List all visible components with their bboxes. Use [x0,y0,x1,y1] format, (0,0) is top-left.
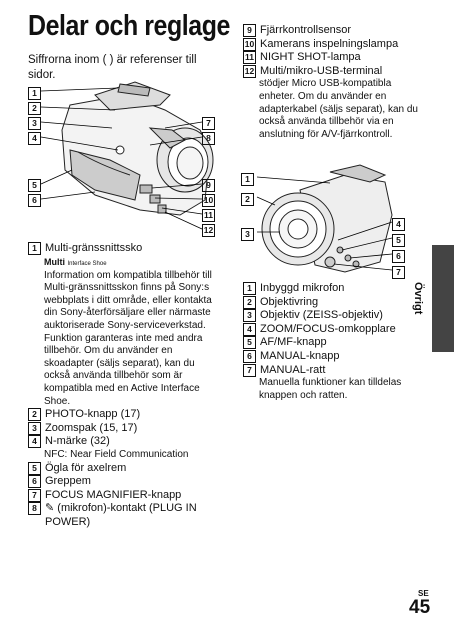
front-callout-6: 6 [392,248,405,266]
callout-7: 7 [202,115,215,133]
side-tab [432,245,454,352]
shoe-description: Information om kompatibla tillbehör till… [44,269,212,407]
front-callout-5: 5 [392,232,405,250]
callout-2: 2 [28,100,41,118]
manual-description: Manuella funktioner kan tilldelas knappe… [259,377,402,401]
list-item: 8✎ (mikrofon)-kontakt (PLUG IN POWER) [28,502,223,529]
nfc-description: NFC: Near Field Communication [44,448,189,460]
callout-9: 9 [202,177,215,195]
front-callout-3: 3 [241,226,254,244]
callout-6: 6 [28,192,41,210]
callout-5: 5 [28,177,41,195]
callout-3: 3 [28,115,41,133]
multi-interface-shoe-logo: Multi Interface Shoe [44,256,107,267]
front-callout-2: 2 [241,191,254,209]
callout-8: 8 [202,130,215,148]
language-code: SE [418,589,429,598]
callout-1: 1 [28,85,41,103]
microphone-icon: ✎ [45,502,55,515]
callout-4: 4 [28,130,41,148]
front-callout-4: 4 [392,216,405,234]
page-number: 45 [409,597,431,618]
page-title: Delar och reglage [28,10,230,42]
front-callout-1: 1 [241,171,254,189]
callout-10: 10 [202,194,215,208]
side-tab-label: Övrigt [412,282,424,315]
usb-description: stödjer Micro USB-kompatibla enheter. Om… [259,78,418,140]
callout-11: 11 [202,209,215,223]
callout-12: 12 [202,224,215,238]
front-callout-7: 7 [392,264,405,282]
intro-text: Siffrorna inom ( ) är referenser till si… [28,54,197,81]
